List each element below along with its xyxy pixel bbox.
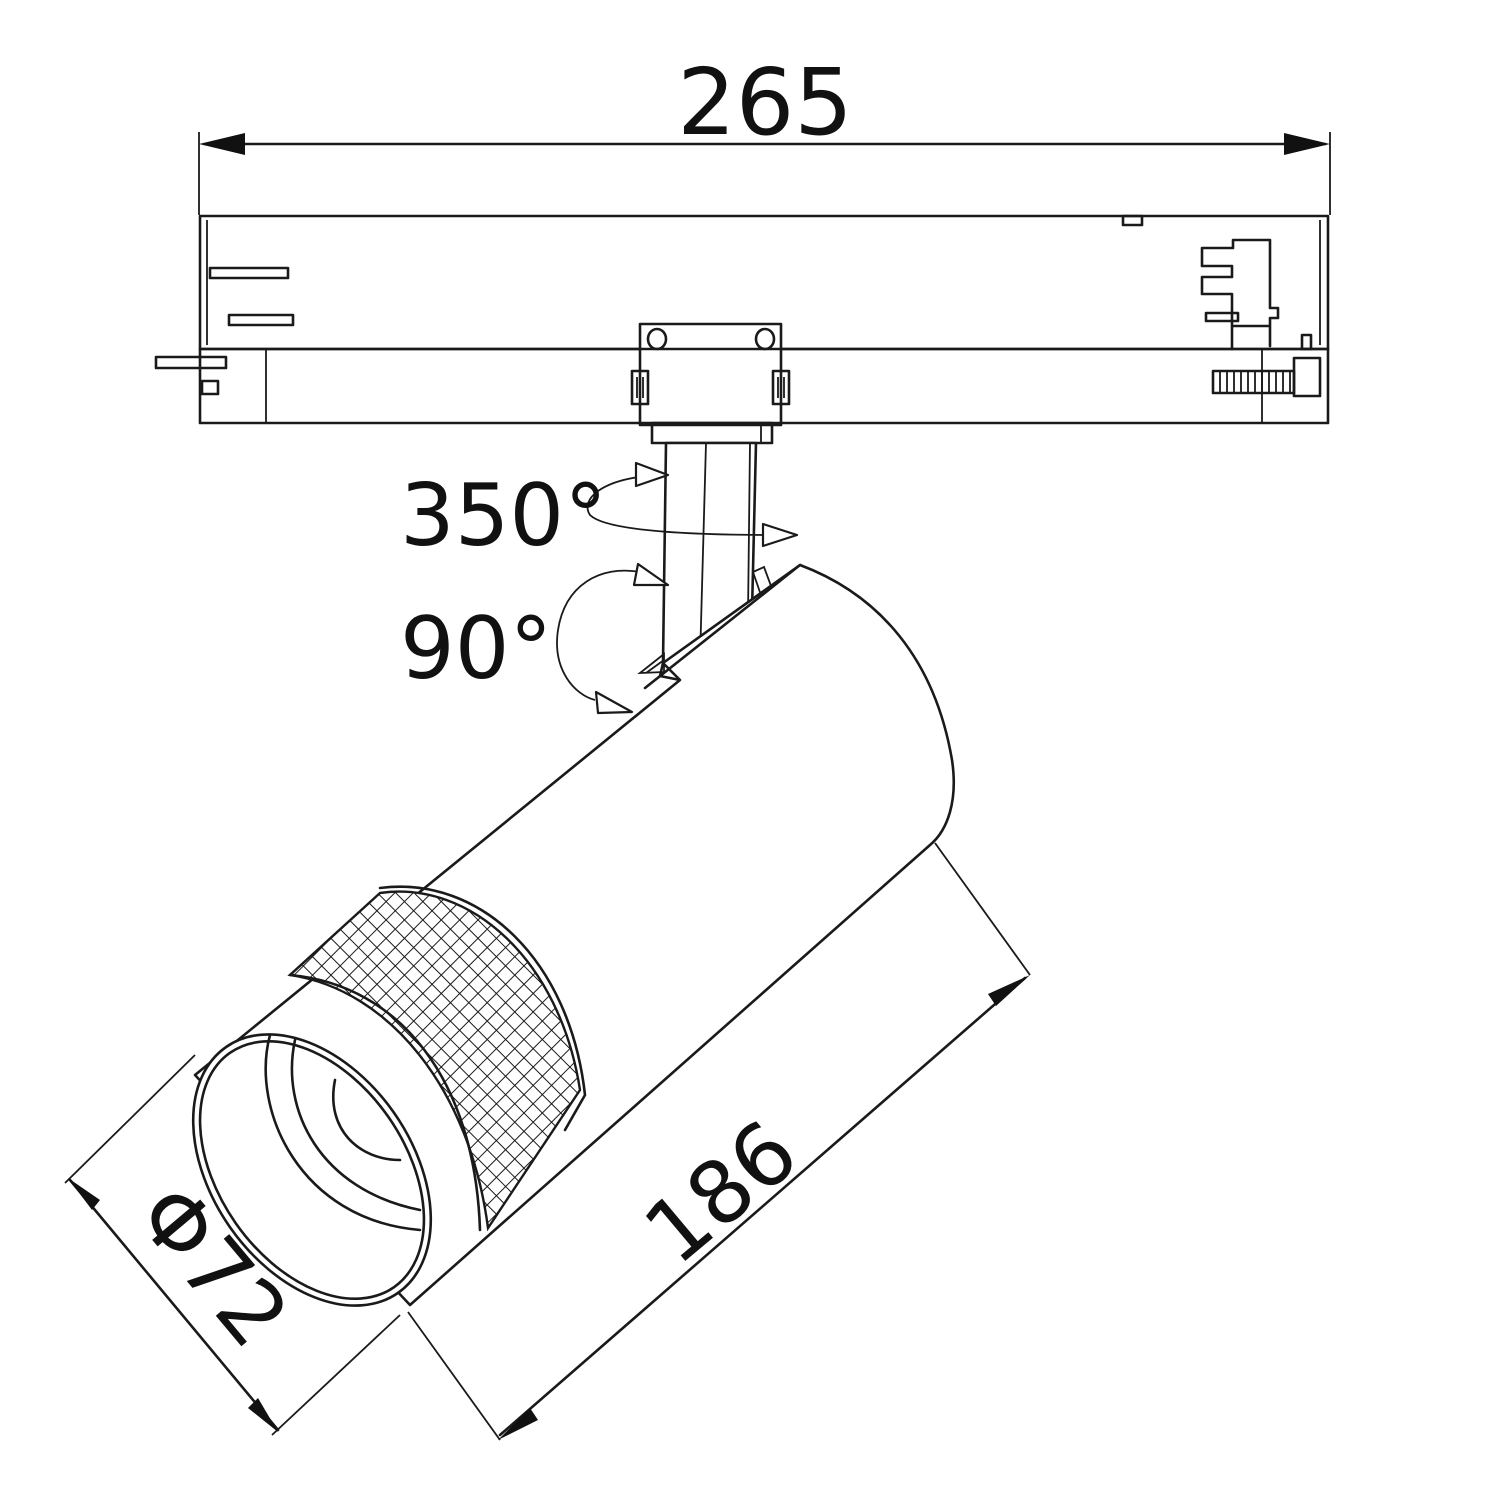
clip-right xyxy=(771,369,791,406)
reflector-ring-outer xyxy=(264,1033,422,1232)
extension-line xyxy=(934,842,1031,976)
arrow-open-icon xyxy=(632,562,670,587)
extension-line xyxy=(64,1054,196,1184)
rotation-label-90: 90° xyxy=(400,599,552,699)
dimension-line xyxy=(498,976,1027,1437)
arrowhead-left-icon xyxy=(199,133,245,155)
reflector-ring-mid xyxy=(290,1038,422,1212)
arrowhead-right-icon xyxy=(1284,133,1330,155)
contact-profile xyxy=(1200,238,1280,351)
front-bezel xyxy=(191,1033,433,1307)
rotation-arc-vertical xyxy=(556,569,641,701)
screw-head xyxy=(1292,356,1322,398)
track-adapter xyxy=(154,214,1330,445)
contact-pin xyxy=(1204,311,1240,323)
screw-hole-left-icon xyxy=(646,327,668,351)
lens-icon xyxy=(332,1078,402,1162)
small-latch xyxy=(1300,333,1313,351)
dimension-track-length: 265 xyxy=(198,49,1331,215)
rotation-label-350: 350° xyxy=(400,466,607,566)
connector-block xyxy=(638,322,783,427)
extension-line xyxy=(271,1314,401,1436)
tab-left xyxy=(200,379,220,396)
arrowhead-icon xyxy=(988,975,1030,1006)
arrowhead-icon xyxy=(498,1408,538,1440)
arrow-open-icon xyxy=(594,690,634,715)
dimension-label-265: 265 xyxy=(677,49,853,156)
slot-upper-left xyxy=(208,266,290,280)
pin-left xyxy=(154,355,228,370)
dimension-label-186: 186 xyxy=(626,1102,816,1284)
arrowhead-icon xyxy=(248,1398,278,1432)
screw-hole-right-icon xyxy=(754,327,776,351)
spotlight-body xyxy=(191,563,956,1307)
rotation-350: 350° xyxy=(400,461,799,566)
rotation-arc-horizontal xyxy=(586,474,776,536)
slot-lower-left xyxy=(227,313,295,327)
screw-thread-icon xyxy=(1211,369,1296,395)
knurled-grip-ring xyxy=(287,890,582,1232)
arrowhead-icon xyxy=(68,1178,100,1210)
extension-line xyxy=(407,1311,501,1441)
arrow-open-icon xyxy=(761,522,799,548)
arrow-open-icon xyxy=(634,461,670,488)
dimension-line xyxy=(68,1178,280,1432)
rotation-90: 90° xyxy=(400,562,670,715)
clip-left xyxy=(630,369,650,406)
tab-top-right xyxy=(1121,214,1144,227)
